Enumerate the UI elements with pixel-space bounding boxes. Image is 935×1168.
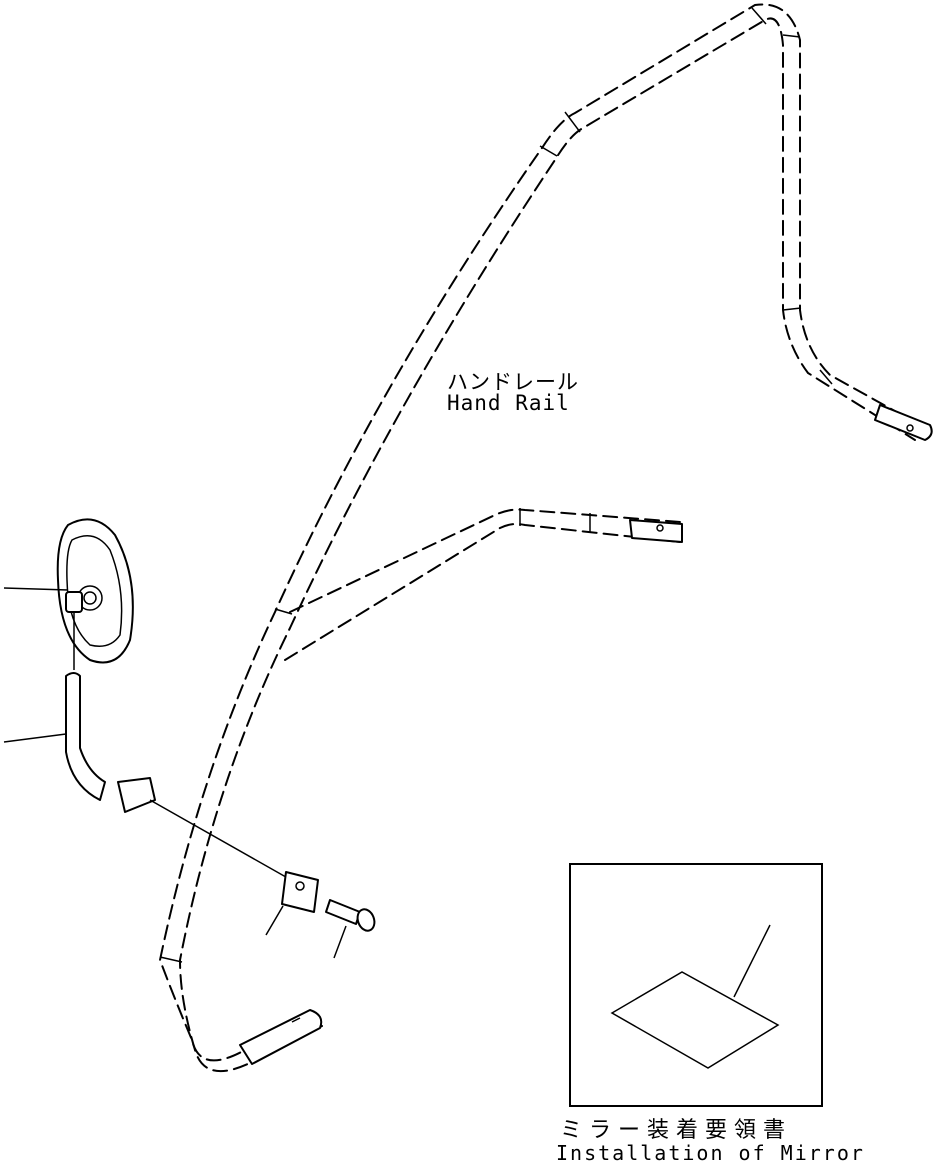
branch-end-hole bbox=[656, 524, 664, 532]
mirror-pivot-block bbox=[65, 591, 83, 613]
mirror-install-label-en: Installation of Mirror bbox=[556, 1141, 865, 1165]
clamp-plate-hole bbox=[295, 881, 305, 891]
bolt-shank bbox=[325, 899, 361, 925]
stay-tube bbox=[65, 672, 106, 801]
mirror-glass bbox=[66, 535, 123, 647]
clamp-plate bbox=[281, 871, 319, 913]
branch-end-fitting bbox=[629, 519, 683, 543]
stay-bracket bbox=[117, 777, 156, 813]
rail-seam-7 bbox=[782, 307, 802, 311]
hand-rail bbox=[159, 3, 933, 1072]
mirror-install-label-jp: ミラー装着要領書 bbox=[560, 1118, 793, 1143]
bolt-head bbox=[356, 908, 376, 932]
mirror-leader-line bbox=[3, 587, 69, 591]
rail-seam-6 bbox=[782, 34, 801, 38]
mirror-stay bbox=[3, 672, 156, 813]
instruction-box bbox=[569, 863, 823, 1107]
branch-rail bbox=[284, 508, 683, 661]
assembly-axis-line bbox=[149, 799, 301, 886]
branch-rail-upper-edge bbox=[289, 508, 681, 613]
rail-seam-2 bbox=[274, 608, 293, 615]
rail-end-bottom bbox=[239, 1009, 323, 1065]
mirror-pivot-ring-inner bbox=[83, 591, 97, 605]
rail-seam-8 bbox=[819, 369, 833, 385]
rail-end-top-right-hole bbox=[906, 424, 914, 432]
bolt-leader-line bbox=[333, 925, 347, 959]
rail-seam-3 bbox=[539, 145, 558, 157]
rail-seam-5 bbox=[751, 7, 767, 25]
instruction-sheet-drawing bbox=[610, 924, 780, 1069]
hand-rail-inner-edge bbox=[179, 17, 916, 1072]
branch-rail-lower-edge bbox=[284, 523, 681, 661]
hand-rail-label-en: Hand Rail bbox=[447, 391, 570, 415]
rail-end-top-right bbox=[874, 404, 933, 441]
mirror-housing bbox=[56, 518, 134, 664]
mirror-assembly bbox=[3, 518, 134, 670]
stay-leader-line bbox=[3, 733, 67, 743]
rail-seam-1 bbox=[159, 956, 183, 963]
clamp-and-bolt bbox=[149, 799, 376, 959]
hand-rail-label-jp: ハンドレール bbox=[447, 370, 579, 394]
sheet-outline bbox=[610, 971, 780, 1069]
clamp-leader-line bbox=[265, 905, 284, 936]
hand-rail-outer-edge bbox=[159, 3, 921, 1062]
rail-end-bottom-hole bbox=[291, 1017, 301, 1023]
sheet-leader-line bbox=[733, 924, 771, 998]
rail-seam-4 bbox=[564, 111, 581, 133]
